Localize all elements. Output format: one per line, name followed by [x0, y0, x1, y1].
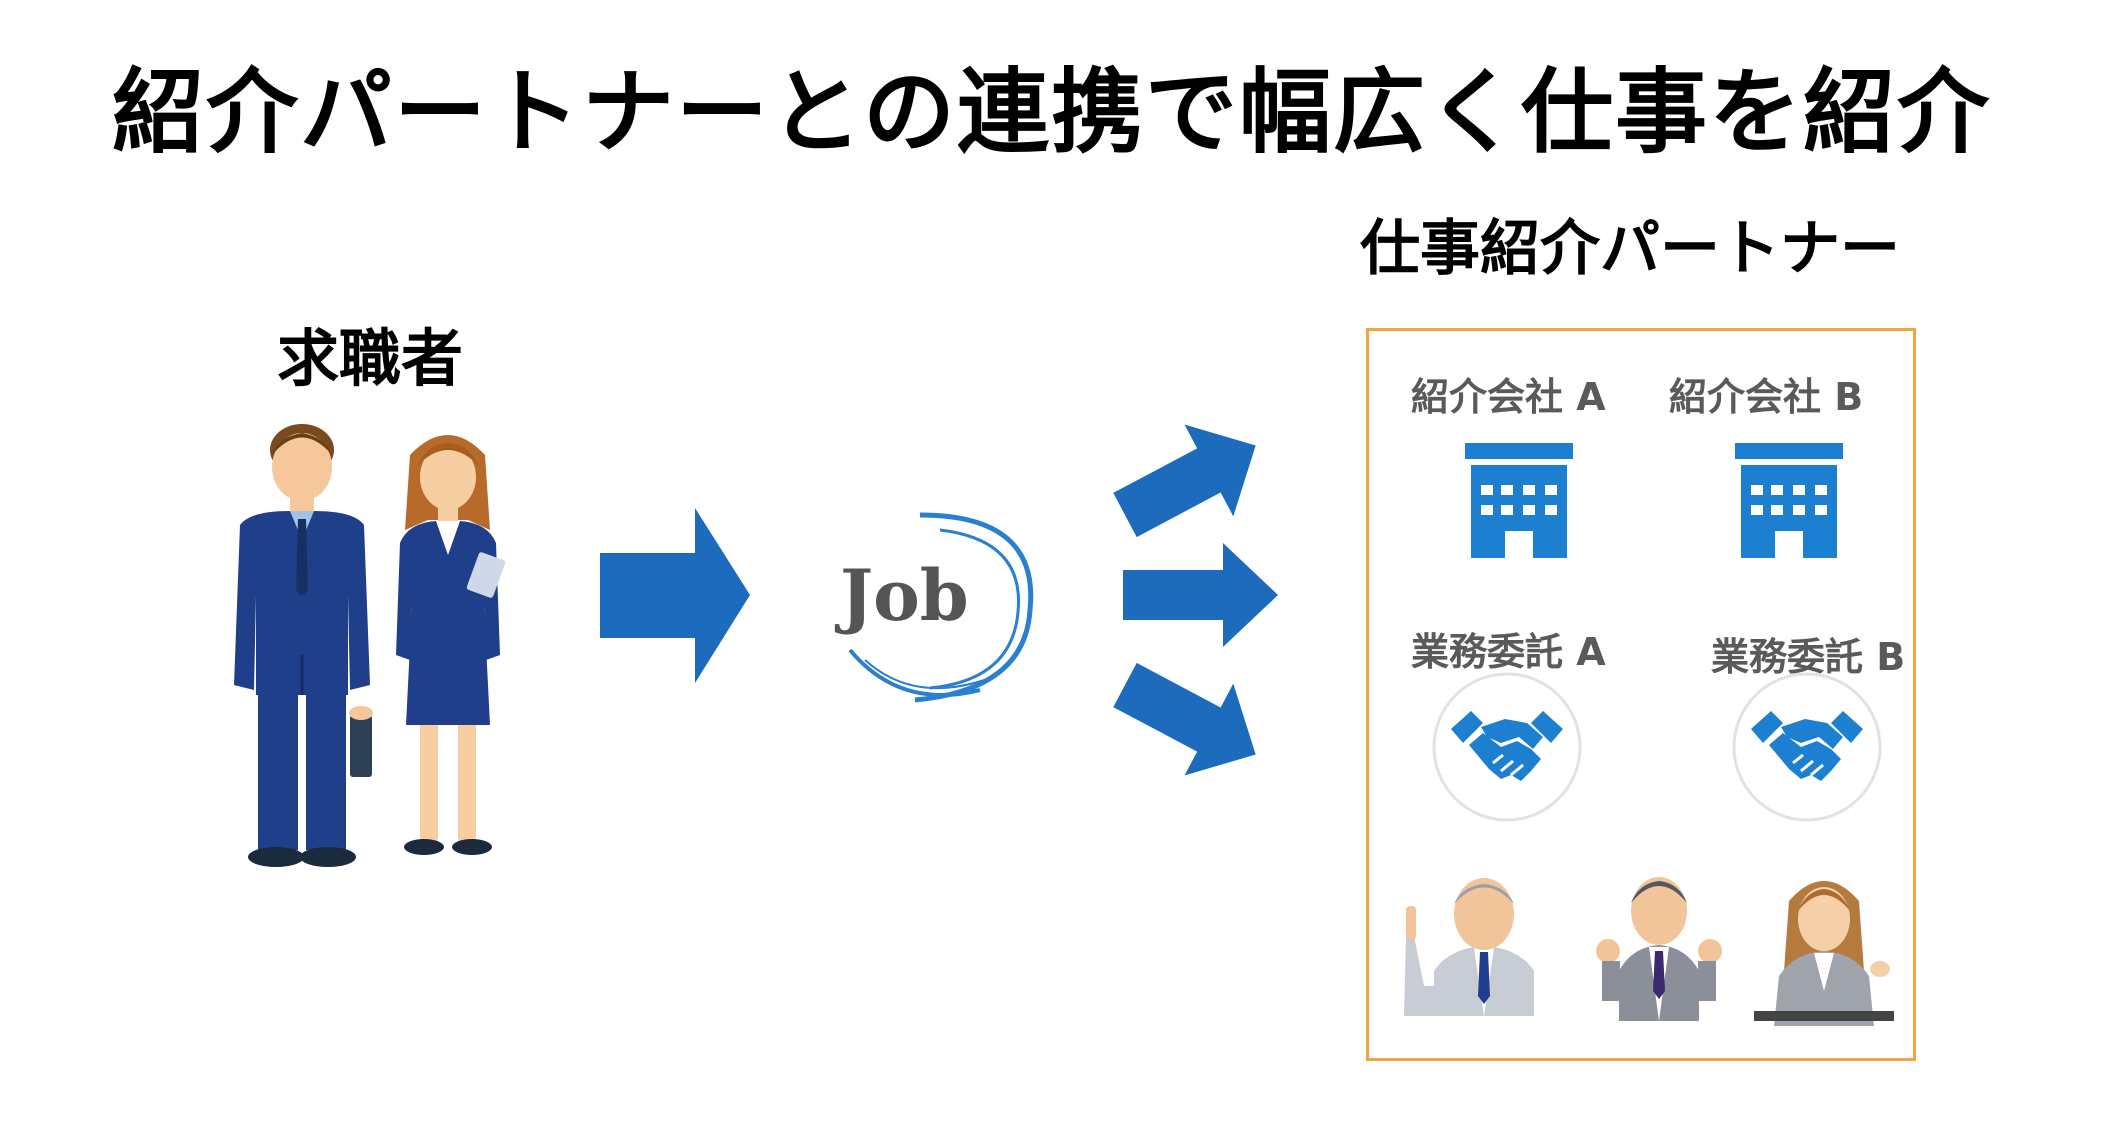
job-logo: Job: [834, 512, 1034, 703]
job-logo-text: Job: [834, 554, 969, 637]
contractor-a-label: 業務委託 A: [1411, 630, 1606, 674]
company-a-label: 紹介会社 A: [1411, 375, 1606, 419]
partners-box: 紹介会社 A 紹介会社 B 業務委託 A 業務委託 B: [1366, 328, 1916, 1061]
handshake-icon: [1432, 672, 1582, 822]
female-job-seeker-icon: [396, 435, 506, 855]
arrow-to-hub: [600, 508, 750, 683]
businesswoman-icon: [1754, 881, 1894, 1026]
building-icon: [1735, 443, 1843, 558]
arrow-upper: [1113, 424, 1256, 538]
job-seekers-illustration: [234, 424, 506, 867]
senior-man-icon: [1404, 878, 1534, 1016]
job-seekers-label: 求職者: [276, 322, 463, 395]
male-job-seeker-icon: [234, 424, 373, 867]
handshake-icon: [1732, 672, 1882, 822]
arrows-to-partners: [1113, 424, 1278, 776]
page-title: 紹介パートナーとの連携で幅広く仕事を紹介: [111, 58, 1992, 166]
arrow-lower: [1113, 662, 1256, 776]
contractor-b-label: 業務委託 B: [1711, 635, 1906, 679]
building-icon: [1465, 443, 1573, 558]
arrow-middle: [1123, 543, 1278, 647]
partners-title: 仕事紹介パートナー: [1360, 214, 1900, 284]
businessman-icon: [1596, 877, 1722, 1021]
company-b-label: 紹介会社 B: [1669, 375, 1864, 419]
